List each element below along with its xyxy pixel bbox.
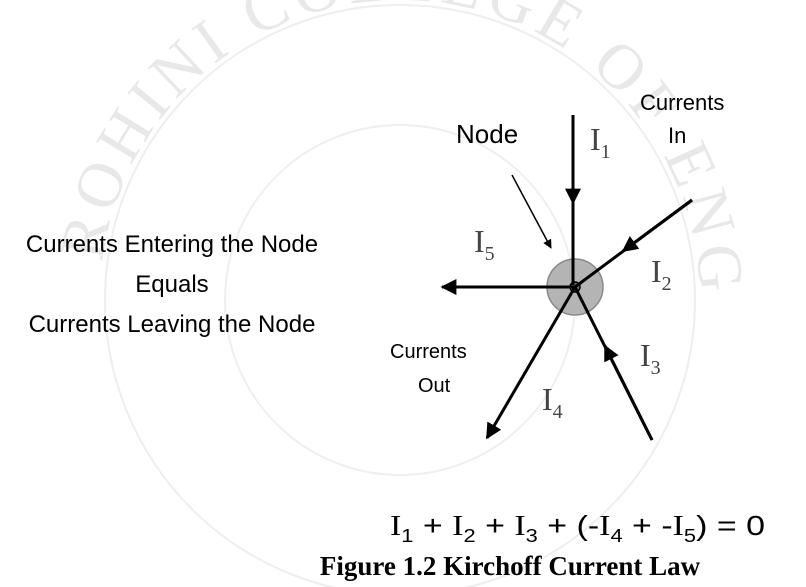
figure-caption: Figure 1.2 Kirchoff Current Law (320, 551, 701, 581)
currents-out-label-line2: Out (418, 375, 451, 397)
current-arrow-i4 (485, 286, 577, 440)
current-label-i5: I5 (474, 223, 495, 265)
current-label-i1: I1 (590, 121, 611, 163)
kcl-statement-line1: Currents Entering the Node (26, 231, 318, 258)
node-pointer (511, 174, 552, 249)
kcl-statement-line3: Currents Leaving the Node (29, 311, 316, 338)
currents-in-label-line1: Currents (640, 90, 724, 115)
current-label-i4: I4 (542, 381, 563, 423)
current-arrowhead-i3 (603, 344, 654, 441)
watermark-seal: ROHINI COLLEGE OF ENGINEERING AND TECHNO… (0, 0, 752, 587)
current-label-i3: I3 (640, 337, 661, 379)
current-arrowhead-i2 (621, 198, 693, 253)
kcl-statement-line2: Equals (135, 271, 208, 298)
currents-out-label-line1: Currents (390, 341, 467, 363)
current-label-i2: I2 (651, 253, 672, 295)
currents-in-label-line2: In (668, 123, 686, 148)
node-label: Node (456, 119, 518, 149)
